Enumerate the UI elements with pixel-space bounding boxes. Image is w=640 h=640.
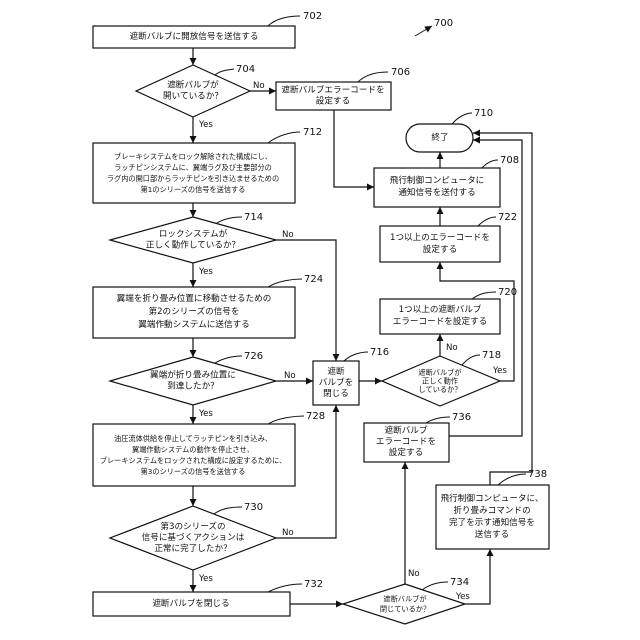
node-716-text-line: バルブを <box>319 376 353 388</box>
node-714-text-line: 正しく動作しているか？ <box>146 239 240 251</box>
node-730-text-line: 信号に基づくアクションは <box>142 531 245 543</box>
label-704-yes: Yes <box>198 120 213 130</box>
node-720-text-line: エラーコードを設定する <box>393 315 488 327</box>
leader-700 <box>415 26 432 36</box>
leader-736 <box>426 417 450 423</box>
node-704-text-line: 開いているか？ <box>163 91 223 102</box>
ref-726: 726 <box>244 351 263 362</box>
process-box-722 <box>380 226 500 262</box>
node-728-text-line: ブレーキシステムをロックされた構成に設定するために、 <box>100 456 286 465</box>
label-718-no: No <box>446 343 458 353</box>
ref-716: 716 <box>370 347 389 358</box>
node-730-text-line: 第3のシリーズの <box>160 520 225 532</box>
node-738-text-line: 送信する <box>475 528 509 540</box>
node-724-text-line: 翼端を折り畳み位置に移動させるための <box>117 292 272 304</box>
node-712-text-line: ブレーキシステムをロック解除された構成にし、 <box>114 152 272 161</box>
leader-734 <box>422 582 448 590</box>
node-724-text-line: 翼端作動システムに送信する <box>138 318 249 330</box>
ref-710: 710 <box>474 108 493 119</box>
leader-728 <box>268 416 304 424</box>
label-704-no: No <box>253 81 265 91</box>
node-706-text-line: 設定する <box>316 95 350 107</box>
node-720-text-line: 1つ以上の遮断バルブ <box>399 303 482 315</box>
label-730-yes: Yes <box>198 574 213 584</box>
node-702-text-line: 遮断バルブに開放信号を送信する <box>130 30 259 42</box>
label-718-yes: Yes <box>492 366 507 376</box>
node-728-text-line: 第3のシリーズの信号を送信する <box>141 467 246 476</box>
node-726-text-line: 到達したか？ <box>167 380 219 392</box>
label-726-no: No <box>284 371 296 381</box>
leader-712 <box>268 132 300 143</box>
leader-718 <box>462 355 480 365</box>
node-704-text-line: 遮断バルブが <box>167 79 219 91</box>
ref-728: 728 <box>306 411 325 422</box>
leader-710 <box>452 113 472 124</box>
node-716-text-line: 閉じる <box>323 388 349 399</box>
label-726-yes: Yes <box>198 409 213 419</box>
label-734-yes: Yes <box>455 592 470 602</box>
ref-734: 734 <box>450 577 469 588</box>
node-728-text-line: 油圧流体供給を停止してラッチピンを引き込み、 <box>114 434 272 443</box>
figure-number: 700 <box>434 18 453 29</box>
node-714-text-line: ロックシステムが <box>159 228 228 240</box>
leader-738 <box>498 474 526 485</box>
node-736-text-line: エラーコードを <box>376 436 436 447</box>
node-724-text-line: 第2のシリーズの信号を <box>149 305 240 317</box>
ref-730: 730 <box>244 502 263 513</box>
ref-714: 714 <box>244 212 263 223</box>
node-738-text-line: 折り畳みコマンドの <box>453 504 530 516</box>
leader-730 <box>214 507 242 514</box>
node-732-text-line: 遮断バルブを閉じる <box>152 597 229 609</box>
ref-724: 724 <box>304 274 323 285</box>
node-736-text-line: 遮断バルブ <box>385 424 428 436</box>
ref-738: 738 <box>528 469 547 480</box>
node-716-text-line: 遮断 <box>327 365 345 377</box>
node-734-text-line: 閉じているか？ <box>380 605 430 614</box>
leader-732 <box>268 584 302 592</box>
node-738-text-line: 完了を示す通知信号を <box>449 516 535 528</box>
ref-702: 702 <box>303 11 322 22</box>
leader-706 <box>358 72 388 82</box>
ref-722: 722 <box>498 212 517 223</box>
node-710-text-line: 終了 <box>431 131 448 143</box>
node-728-text-line: 翼端作動システムの動作を停止させ、 <box>132 445 254 454</box>
node-734-text-line: 遮断バルブが <box>383 595 426 604</box>
leader-704 <box>214 69 234 76</box>
node-730-text-line: 正常に完了したか？ <box>154 542 231 554</box>
node-722-text-line: 1つ以上のエラーコードを <box>390 232 490 243</box>
label-714-yes: Yes <box>198 267 213 277</box>
node-712-text-line: ラグ内の開口部からラッチピンを引き込ませるための <box>107 174 279 183</box>
leader-702 <box>268 16 300 26</box>
ref-720: 720 <box>498 287 517 298</box>
node-706-text-line: 遮断バルブエラーコードを <box>281 84 384 96</box>
node-712-text-line: 第1のシリーズの信号を送信する <box>141 185 246 194</box>
ref-712: 712 <box>303 127 322 138</box>
node-708-text-line: 飛行制御コンピュータに <box>390 174 485 186</box>
ref-704: 704 <box>236 64 255 75</box>
node-718-text-line: しているか？ <box>419 385 462 394</box>
ref-708: 708 <box>500 155 519 166</box>
node-736-text-line: 設定する <box>389 446 423 458</box>
ref-732: 732 <box>304 579 323 590</box>
label-714-no: No <box>282 230 294 240</box>
node-712-text-line: ラッチピンシステムに、翼端ラグ及び主要部分の <box>114 163 272 172</box>
node-738-text-line: 飛行制御コンピュータに、 <box>441 492 544 504</box>
leader-716 <box>344 352 368 361</box>
node-726-text-line: 翼端が折り畳み位置に <box>150 369 236 381</box>
label-730-no: No <box>282 528 294 538</box>
ref-736: 736 <box>452 412 471 423</box>
ref-706: 706 <box>391 67 410 78</box>
node-708-text-line: 通知信号を送付する <box>398 186 475 198</box>
node-722-text-line: 設定する <box>423 243 457 255</box>
leader-722 <box>478 217 496 226</box>
leader-720 <box>472 292 496 299</box>
ref-718: 718 <box>482 350 501 361</box>
label-734-no: No <box>408 569 420 579</box>
edge-706-708 <box>334 102 374 187</box>
leader-724 <box>268 279 302 287</box>
